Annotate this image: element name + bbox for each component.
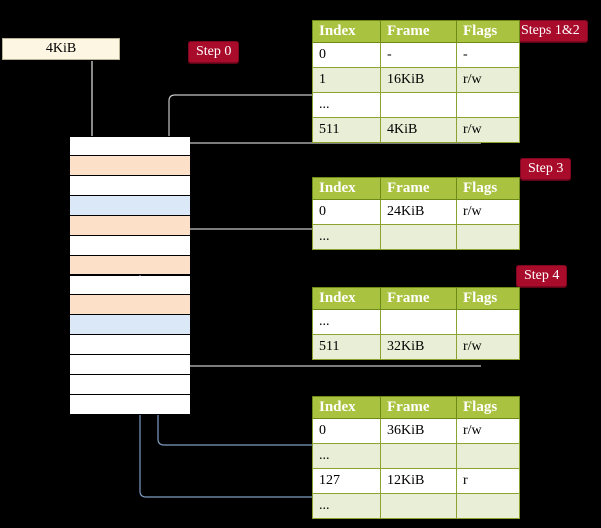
cell-frame: [380, 224, 457, 250]
memory-frame-row: [70, 355, 190, 376]
memory-frame-row: [70, 315, 190, 336]
badge-step-0: Step 0: [188, 41, 240, 63]
cell-frame: -: [380, 42, 457, 68]
cell-frame: [380, 443, 457, 469]
memory-frame-row: [70, 235, 190, 256]
cell-index: ...: [312, 92, 381, 118]
memory-frame-row: [70, 295, 190, 316]
cell-flags: r/w: [456, 117, 520, 143]
cell-index: ...: [312, 443, 381, 469]
memory-frame-row: [70, 155, 190, 176]
column-header-frame: Frame: [380, 287, 457, 310]
cell-frame: 24KiB: [380, 199, 457, 225]
badge-steps-1-2: Steps 1&2: [513, 20, 588, 42]
memory-frame-row: [70, 195, 190, 216]
memory-frame-row: [70, 275, 190, 296]
cell-flags: r/w: [456, 334, 520, 360]
physical-memory-column: [70, 136, 190, 415]
column-header-flags: Flags: [456, 287, 520, 310]
column-header-frame: Frame: [380, 177, 457, 200]
memory-frame-row: [70, 215, 190, 236]
column-header-flags: Flags: [456, 20, 520, 43]
cell-flags: [456, 309, 520, 335]
cell-frame: [380, 493, 457, 519]
table-row: 0--: [312, 42, 520, 68]
cell-frame: 16KiB: [380, 67, 457, 93]
memory-frame-row: [70, 175, 190, 196]
memory-frame-row: [70, 136, 190, 156]
cell-flags: r/w: [456, 199, 520, 225]
source-page-box: 4KiB: [2, 38, 120, 60]
cell-frame: 12KiB: [380, 468, 457, 494]
cell-index: 0: [312, 199, 381, 225]
cell-frame: 32KiB: [380, 334, 457, 360]
cell-index: 1: [312, 67, 381, 93]
cell-flags: r/w: [456, 418, 520, 444]
cell-frame: 4KiB: [380, 117, 457, 143]
cell-flags: r/w: [456, 67, 520, 93]
cell-flags: [456, 443, 520, 469]
cell-index: ...: [312, 224, 381, 250]
cell-flags: [456, 493, 520, 519]
cell-flags: -: [456, 42, 520, 68]
cell-index: 511: [312, 117, 381, 143]
table-row: ...: [312, 493, 520, 519]
cell-index: 127: [312, 468, 381, 494]
column-header-flags: Flags: [456, 177, 520, 200]
table-row: ...: [312, 443, 520, 469]
column-header-index: Index: [312, 396, 381, 419]
column-header-frame: Frame: [380, 20, 457, 43]
memory-frame-row: [70, 255, 190, 276]
table-row: ...: [312, 309, 520, 335]
badge-step-4: Step 4: [516, 265, 568, 287]
cell-index: 0: [312, 418, 381, 444]
cell-flags: r: [456, 468, 520, 494]
cell-index: 0: [312, 42, 381, 68]
column-header-index: Index: [312, 287, 381, 310]
memory-frame-row: [70, 335, 190, 356]
cell-frame: [380, 92, 457, 118]
cell-index: ...: [312, 493, 381, 519]
source-page-label: 4KiB: [45, 41, 77, 56]
column-header-frame: Frame: [380, 396, 457, 419]
badge-step-3: Step 3: [520, 158, 572, 180]
column-header-index: Index: [312, 20, 381, 43]
cell-index: 511: [312, 334, 381, 360]
column-header-flags: Flags: [456, 396, 520, 419]
cell-index: ...: [312, 309, 381, 335]
table-row: ...: [312, 92, 520, 118]
cell-frame: 36KiB: [380, 418, 457, 444]
memory-frame-row: [70, 375, 190, 396]
cell-flags: [456, 224, 520, 250]
table-row: ...: [312, 224, 520, 250]
column-header-index: Index: [312, 177, 381, 200]
cell-frame: [380, 309, 457, 335]
cell-flags: [456, 92, 520, 118]
memory-frame-row: [70, 395, 190, 415]
